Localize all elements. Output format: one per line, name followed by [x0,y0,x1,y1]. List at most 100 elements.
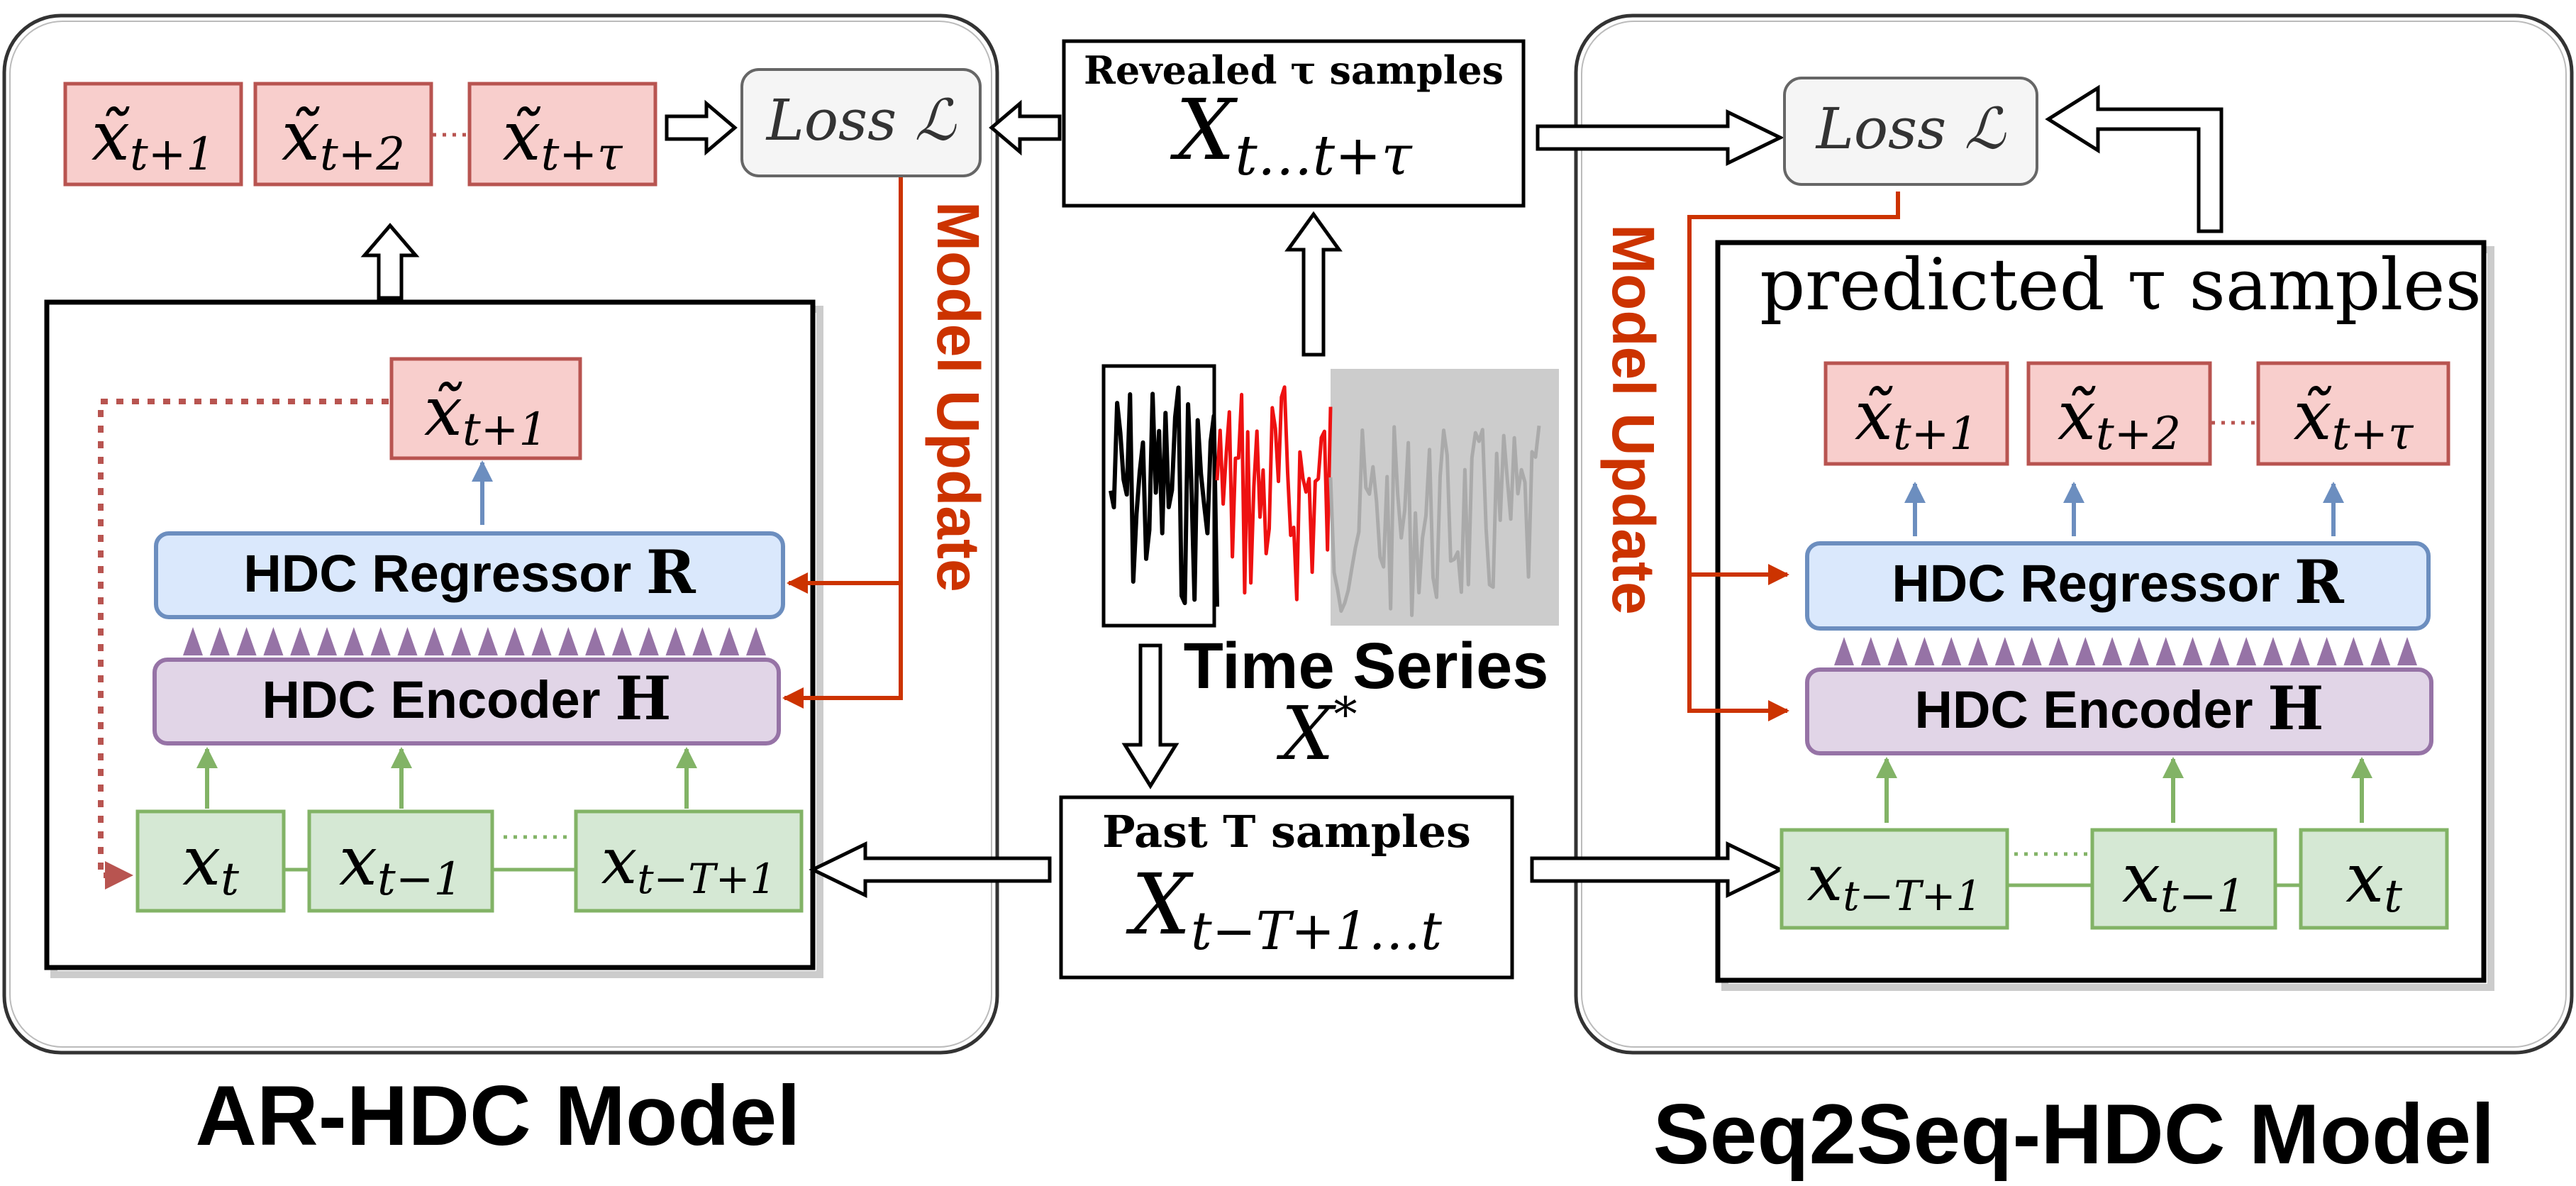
ar-feedback-symbol: x̃ [424,372,462,451]
time-series-superscript: * [1334,687,1358,742]
svg-text:x̃t+1: x̃t+1 [424,372,548,456]
svg-text:HDC Regressor R: HDC Regressor R [243,537,696,607]
seq-input-2-subscript: t−1 [2160,870,2245,923]
ar-model-update-label: Model Update [925,201,992,592]
seq-encoder-to-regressor-arrows [1834,637,2417,665]
ar-panel [2,13,999,1055]
encoder-regressor-arrow [290,627,311,655]
encoder-regressor-arrow [719,627,740,655]
seq-loss-text: Loss [1815,96,1946,162]
ar-encoder-label: HDC Encoder [262,670,601,729]
encoder-regressor-arrow [343,627,364,655]
encoder-regressor-arrow [2048,637,2069,665]
ar-loss-symbol: ℒ [915,87,957,153]
past-samples-subscript: t−T+1…t [1191,901,1442,962]
ar-encoder-to-regressor-arrows [183,627,766,655]
seq-regressor-symbol: R [2294,547,2345,617]
seq-regressor-label: HDC Regressor [1892,554,2280,613]
ar-loss-box: Loss ℒ [740,68,982,177]
encoder-regressor-arrow [558,627,579,655]
seq-input-box-1: xt−T+1 [1780,828,2009,930]
seq-output-2-subscript: t+2 [2096,408,2181,460]
seq-input-1-symbol: x [1807,841,1843,916]
seq-model-update-line-encoder [1687,575,1789,721]
time-series-future-region [1331,369,1559,626]
encoder-regressor-arrow [1860,637,1881,665]
encoder-regressor-arrow [2316,637,2337,665]
seq-output-1-symbol: x̃ [1855,376,1893,455]
ar-input-box-1: xt [135,809,286,913]
encoder-regressor-arrow [370,627,391,655]
encoder-regressor-arrow [1887,637,1908,665]
encoder-regressor-arrow [2075,637,2096,665]
seq-model-update-line [1687,192,1900,585]
revealed-samples-box: Revealed τ samples Xt…t+τ [1062,39,1526,208]
past-samples-box: Past T samples Xt−T+1…t [1059,795,1514,980]
encoder-regressor-arrow [2155,637,2176,665]
seq-output-box-1: x̃t+1 [1823,361,2009,466]
revealed-to-seq-loss-arrow [1536,109,1784,166]
seq-output-box-3: x̃t+τ [2256,361,2450,466]
encoder-regressor-arrow [531,627,552,655]
encoder-regressor-arrow [2370,637,2391,665]
svg-text:xt: xt [2345,838,2402,923]
encoder-regressor-arrow [451,627,472,655]
svg-text:X*: X* [1276,687,1357,777]
ar-output-1-symbol: x̃ [91,96,130,176]
ar-output-box-2: x̃t+2 [253,82,433,187]
seq-input-2-symbol: x [2122,838,2160,918]
seq-model-update-label: Model Update [1600,224,1667,615]
encoder-regressor-arrow [1914,637,1935,665]
time-series-revealed-line [1215,385,1333,602]
ar-output-1-subscript: t+1 [130,128,215,181]
svg-text:xt−T+1: xt−T+1 [1807,841,1982,920]
encoder-regressor-arrow [2343,637,2364,665]
encoder-regressor-arrow [2021,637,2042,665]
time-series-future-line [1328,425,1541,617]
ar-input-3-symbol: x [601,824,638,899]
ar-output-box-3: x̃t+τ [467,82,657,187]
seq-encoder-symbol: H [2267,673,2324,743]
encoder-regressor-arrow [504,627,525,655]
svg-text:x̃t+2: x̃t+2 [2058,376,2181,460]
encoder-regressor-arrow [2209,637,2230,665]
ar-output-3-symbol: x̃ [503,96,541,176]
ar-input-box-2: xt−1 [307,809,494,913]
seq-output-2-symbol: x̃ [2058,376,2096,455]
ar-output-3-subscript: t+τ [541,128,623,181]
seq-input-box-2: xt−1 [2090,828,2277,930]
svg-text:x̃t+τ: x̃t+τ [503,96,623,181]
seq-input-3-symbol: x [2345,838,2384,918]
series-to-past-arrow [1121,643,1179,789]
encoder-regressor-arrow [2397,637,2417,665]
ar-output-2-symbol: x̃ [282,96,320,176]
seq-loss-symbol: ℒ [1965,96,2006,162]
seq-encoder-label: HDC Encoder [1915,680,2253,739]
time-series-symbol: X [1276,690,1336,777]
time-series-label: Time Series [1184,630,1549,702]
encoder-regressor-arrow [477,627,498,655]
svg-text:Loss ℒ: Loss ℒ [1815,96,2006,162]
seq-predicted-label: predicted τ samples [1760,243,2482,326]
svg-text:x̃t+τ: x̃t+τ [2294,376,2414,460]
encoder-regressor-arrow [317,627,338,655]
encoder-regressor-arrow [424,627,445,655]
svg-text:x̃t+1: x̃t+1 [91,96,215,181]
encoder-regressor-arrow [638,627,659,655]
svg-text:Xt…t+τ: Xt…t+τ [1170,81,1413,188]
svg-text:Loss ℒ: Loss ℒ [765,87,957,153]
time-series-past-line [1109,385,1219,607]
svg-text:x̃t+1: x̃t+1 [1855,376,1978,460]
ar-input-1-symbol: x [182,821,221,901]
ar-input-2-symbol: x [339,821,377,901]
svg-text:x̃t+2: x̃t+2 [282,96,405,181]
ar-input-1-subscript: t [221,853,239,906]
encoder-regressor-arrow [585,627,606,655]
encoder-regressor-arrow [236,627,257,655]
series-to-revealed-arrow [1284,211,1343,357]
encoder-regressor-arrow [209,627,230,655]
past-samples-symbol: X [1126,855,1194,953]
encoder-regressor-arrow [2289,637,2310,665]
ar-panel-title: AR-HDC Model [195,1068,800,1163]
revealed-samples-label: Revealed τ samples [1084,48,1504,93]
